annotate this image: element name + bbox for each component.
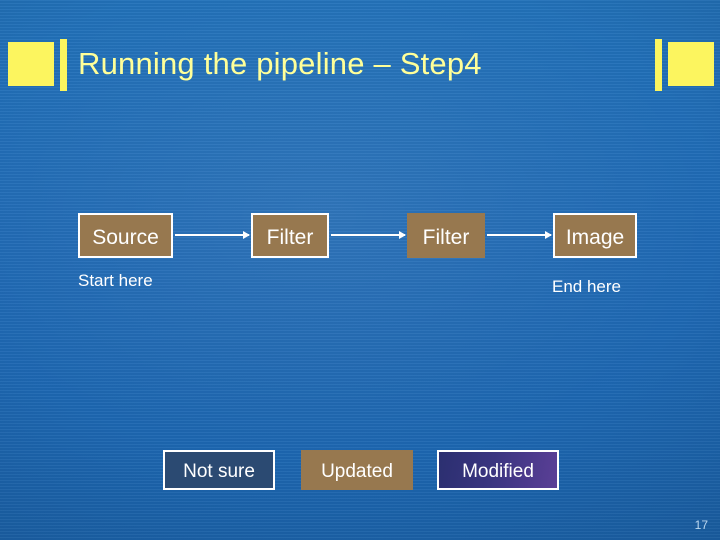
pipeline-node-filter-2[interactable]: Filter: [407, 213, 485, 258]
pipeline-node-filter-1[interactable]: Filter: [251, 213, 329, 258]
start-caption: Start here: [78, 271, 153, 290]
legend-item-modified[interactable]: Modified: [437, 450, 559, 490]
arrow-right-icon: [487, 231, 552, 239]
pipeline-diagram: Source Filter Filter Image: [0, 213, 720, 261]
pipeline-node-image[interactable]: Image: [553, 213, 637, 258]
left-accent-block: [8, 42, 54, 86]
page-number: 17: [694, 518, 708, 532]
arrow-right-icon: [331, 231, 406, 239]
legend-row: Not sure Updated Modified: [0, 450, 720, 494]
legend-item-updated[interactable]: Updated: [301, 450, 413, 490]
right-accent-bar: [655, 39, 662, 91]
right-accent-block: [668, 42, 714, 86]
page-title: Running the pipeline – Step4: [78, 46, 482, 81]
title-band: Running the pipeline – Step4: [0, 39, 720, 94]
end-caption: End here: [552, 277, 621, 296]
pipeline-node-source[interactable]: Source: [78, 213, 173, 258]
legend-item-not-sure[interactable]: Not sure: [163, 450, 275, 490]
arrow-right-icon: [175, 231, 250, 239]
left-accent-bar: [60, 39, 67, 91]
